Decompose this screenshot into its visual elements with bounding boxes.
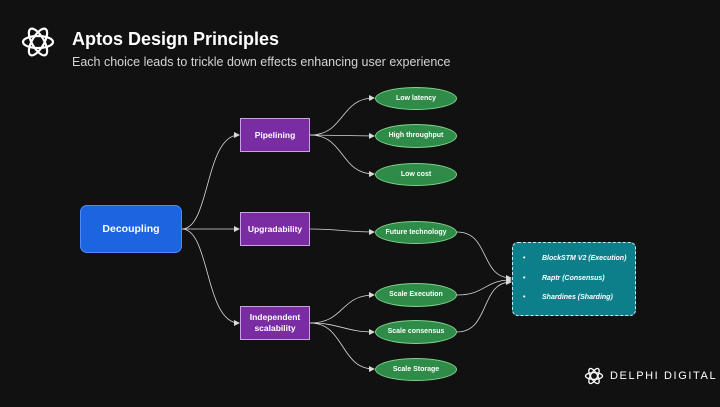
bullet-icon: • — [523, 255, 526, 262]
summary-item: • BlockSTM V2 (Execution) — [523, 255, 635, 275]
summary-box: • BlockSTM V2 (Execution) • Raptr (Conse… — [512, 242, 636, 316]
edge-decoupling-independent — [181, 228, 240, 326]
node-scale-execution: Scale Execution — [375, 283, 457, 307]
delphi-digital-brand: DELPHI DIGITAL — [584, 366, 716, 388]
edge-consensus-summary — [456, 279, 512, 333]
edge-independent-scale-consensus — [309, 322, 375, 335]
edge-upgradability-future — [309, 228, 375, 235]
node-low-latency: Low latency — [375, 87, 457, 110]
summary-item-label: Shardines (Sharding) — [542, 294, 613, 301]
summary-item-label: BlockSTM V2 (Execution) — [542, 255, 627, 262]
page-title: Aptos Design Principles — [72, 29, 280, 49]
page-subtitle: Each choice leads to trickle down effect… — [72, 55, 451, 69]
node-scale-consensus: Scale consensus — [375, 320, 457, 344]
aptos-logo-icon — [21, 27, 55, 57]
edge-decoupling-pipelining — [181, 132, 240, 230]
edge-pipelining-high-throughput — [309, 132, 375, 139]
summary-item: • Shardines (Sharding) — [523, 294, 635, 314]
bullet-icon: • — [523, 274, 526, 282]
node-low-cost: Low cost — [375, 163, 457, 186]
node-high-throughput: High throughput — [375, 124, 457, 148]
edge-pipelining-low-latency — [309, 95, 375, 136]
node-upgradability: Upgradability — [240, 212, 310, 246]
edge-pipelining-low-cost — [309, 134, 375, 177]
summary-item: • Raptr (Consensus) — [523, 275, 635, 295]
node-decoupling: Decoupling — [80, 205, 182, 253]
node-pipelining: Pipelining — [240, 118, 310, 152]
brand-name: DELPHI DIGITAL — [610, 370, 718, 382]
node-future-technology: Future technology — [375, 221, 457, 244]
summary-item-label: Raptr (Consensus) — [542, 274, 605, 282]
node-independent-scalability: Independent scalability — [240, 306, 310, 340]
edge-future-summary — [456, 231, 512, 281]
edge-independent-scale-storage — [309, 322, 375, 372]
edge-execution-summary — [456, 277, 512, 296]
edge-independent-scale-execution — [309, 292, 375, 324]
node-scale-storage: Scale Storage — [375, 358, 457, 381]
bullet-icon: • — [523, 294, 526, 301]
delphi-logo-icon — [584, 367, 604, 385]
